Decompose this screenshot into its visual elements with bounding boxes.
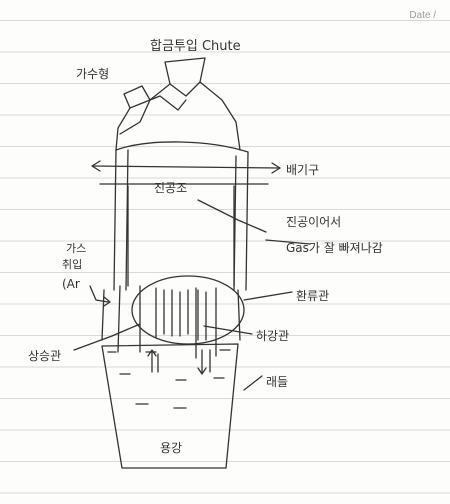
exhaust-line	[91, 165, 281, 169]
reflux-ring	[131, 275, 245, 345]
gas-arrow-head	[103, 296, 111, 307]
leader-up-leg	[73, 323, 141, 351]
reflux-tubes	[155, 287, 189, 339]
exhaust-arrow-left	[91, 160, 101, 172]
leg-outer-left	[101, 289, 105, 341]
leader-ladle	[243, 375, 263, 391]
label-gas-note-1: 진공이어서	[286, 215, 341, 229]
label-exhaust-port: 배기구	[286, 163, 319, 177]
leader-gas-note	[265, 239, 311, 245]
vacuum-chamber-outer-right	[245, 151, 249, 291]
chute-inner	[149, 95, 187, 111]
vacuum-chamber-outer-left	[113, 149, 117, 291]
vacuum-chamber-inner-left	[125, 149, 129, 291]
label-molten-steel: 용강	[160, 441, 182, 455]
melt-surface	[107, 349, 231, 409]
additive-port-neck	[115, 107, 131, 151]
label-charging-chute: 합금투입 Chute	[150, 39, 241, 54]
chute-right-pipe	[199, 81, 241, 151]
label-gas-note-2: Gas가 잘 빠져나감	[286, 241, 383, 255]
chamber-inner-box	[127, 185, 235, 287]
label-gas-injection-3: (Ar	[62, 277, 80, 291]
label-up-leg: 상승관	[28, 349, 61, 363]
leader-reflux-pipe	[243, 291, 293, 301]
label-reflux-pipe: 환류관	[296, 289, 329, 303]
leader-vacuum-chamber	[197, 199, 267, 233]
leader-down-leg	[203, 325, 253, 335]
label-down-leg: 하강관	[256, 329, 289, 343]
additive-port	[123, 85, 151, 109]
ladle	[101, 343, 239, 469]
charging-chute	[164, 57, 206, 97]
up-leg	[117, 285, 141, 353]
reflux-bars	[197, 289, 207, 341]
label-additive-port: 가수형	[76, 67, 109, 81]
down-flow-arrow	[197, 349, 211, 375]
label-ladle: 래들	[266, 375, 288, 389]
date-label: Date /	[409, 10, 436, 21]
exhaust-arrow-right	[271, 162, 281, 174]
label-gas-injection-2: 취입	[62, 258, 82, 271]
chamber-ceiling	[115, 141, 249, 153]
up-flow-arrow	[147, 349, 159, 373]
chute-left-pipe	[119, 83, 171, 135]
label-vacuum-chamber: 진공조	[154, 181, 187, 195]
gas-injection-arrow	[89, 285, 109, 303]
label-gas-injection-1: 가스	[66, 242, 86, 255]
